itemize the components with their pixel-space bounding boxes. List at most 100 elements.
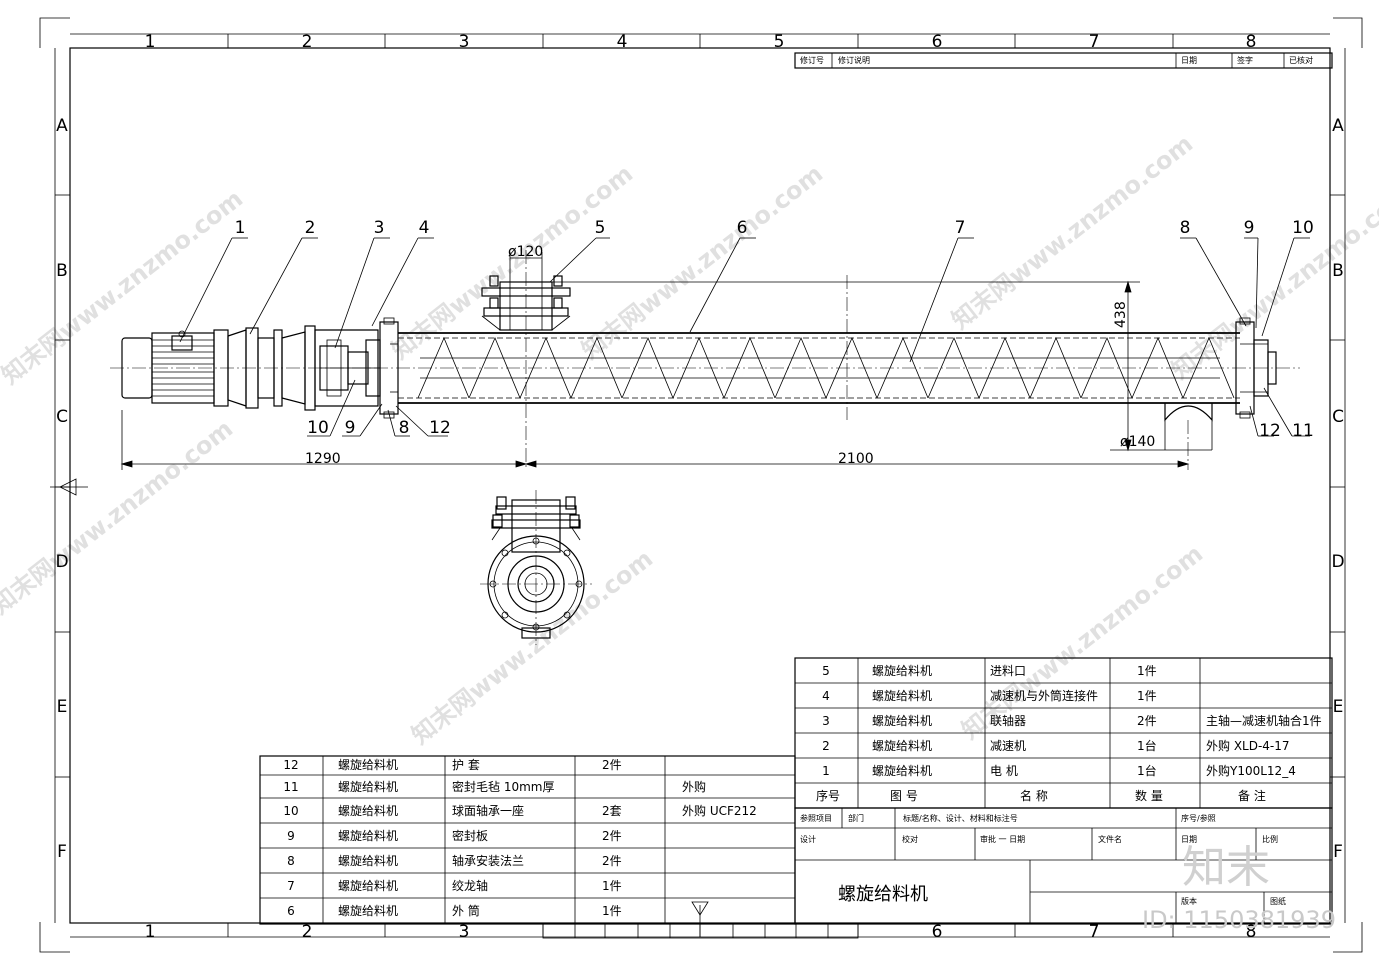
table-cell: 2件 bbox=[602, 829, 622, 843]
table-cell: 6 bbox=[287, 904, 295, 918]
revision-header: 修订说明 bbox=[838, 55, 870, 65]
title-block: 参照项目 部门 标题/名称、设计、材料和标注号 序号/参照 设计 校对 审批 一… bbox=[794, 807, 1333, 925]
part-label: 6 bbox=[737, 218, 748, 238]
elevation-view: ø120 ø140 1290 2100 438 1 bbox=[110, 218, 1314, 470]
dimension-lines bbox=[120, 252, 1213, 470]
screw-flight bbox=[519, 336, 572, 399]
column-label: 3 bbox=[459, 32, 470, 52]
tb-label: 图纸 bbox=[1270, 896, 1286, 906]
row-label: E bbox=[57, 697, 68, 717]
table-cell: 减速机与外筒连接件 bbox=[990, 688, 1098, 703]
screw-flight bbox=[1029, 336, 1082, 399]
part-label: 10 bbox=[307, 418, 329, 438]
screw-flight bbox=[1182, 336, 1235, 399]
row-label: D bbox=[55, 552, 68, 572]
column-label: 7 bbox=[1089, 32, 1100, 52]
table-cell: 2 bbox=[822, 739, 830, 753]
part-label: 12 bbox=[1259, 421, 1281, 441]
part-label: 9 bbox=[345, 418, 356, 438]
column-label: 8 bbox=[1246, 32, 1257, 52]
row-label: F bbox=[1333, 842, 1343, 862]
row-label: E bbox=[1333, 697, 1344, 717]
outlet-diameter: ø140 bbox=[1120, 434, 1155, 450]
outer-tube bbox=[398, 332, 1240, 404]
table-cell: 球面轴承一座 bbox=[452, 803, 524, 818]
length-left: 1290 bbox=[305, 451, 341, 467]
table-cell: 4 bbox=[822, 689, 830, 703]
revision-header: 修订号 bbox=[800, 55, 824, 65]
table-cell: 1台 bbox=[1137, 738, 1157, 753]
table-cell: 外 筒 bbox=[452, 903, 480, 918]
table-cell: 图 号 bbox=[890, 789, 918, 803]
screw-flight bbox=[417, 336, 470, 399]
screw-flight bbox=[927, 336, 980, 399]
screw-flight bbox=[723, 336, 776, 399]
tb-label: 部门 bbox=[848, 813, 864, 823]
table-cell: 备 注 bbox=[1238, 788, 1266, 803]
row-label: D bbox=[1331, 552, 1344, 572]
drawing-frame: 1 2 3 4 5 6 7 8 1 2 3 6 7 8 A B C D E F … bbox=[50, 32, 1346, 942]
row-label: C bbox=[56, 407, 68, 427]
screw-flight bbox=[1080, 336, 1133, 399]
table-cell: 螺旋给料机 bbox=[338, 758, 398, 772]
table-cell: 绞龙轴 bbox=[452, 878, 488, 893]
part-label: 12 bbox=[429, 418, 451, 438]
watermark-text: 知末网www.znzmo.com bbox=[946, 130, 1198, 335]
column-label: 6 bbox=[932, 922, 943, 942]
screw-flight bbox=[1131, 336, 1184, 399]
tb-label: 比例 bbox=[1262, 834, 1278, 844]
screw-flight bbox=[672, 336, 725, 399]
part-label: 2 bbox=[305, 218, 316, 238]
table-cell: 1件 bbox=[602, 904, 622, 918]
table-cell: 螺旋给料机 bbox=[872, 714, 932, 728]
table-cell: 电 机 bbox=[990, 764, 1018, 778]
table-cell: 2件 bbox=[602, 758, 622, 772]
part-label: 3 bbox=[374, 218, 385, 238]
part-label: 11 bbox=[1292, 421, 1314, 441]
revision-block: 修订号 修订说明 日期 签字 已核对 bbox=[794, 52, 1333, 69]
watermark-id: ID: 1150381939 bbox=[1142, 906, 1336, 934]
table-cell: 主轴—减速机轴合1件 bbox=[1206, 713, 1322, 728]
table-cell: 2件 bbox=[602, 854, 622, 868]
screw-flight bbox=[468, 336, 521, 399]
table-cell: 螺旋给料机 bbox=[338, 854, 398, 868]
column-label: 3 bbox=[459, 922, 470, 942]
table-cell: 轴承安装法兰 bbox=[452, 853, 524, 868]
table-cell: 螺旋给料机 bbox=[338, 879, 398, 893]
table-cell: 外购 XLD-4-17 bbox=[1206, 738, 1290, 753]
table-cell: 1件 bbox=[1137, 689, 1157, 703]
tb-label: 文件名 bbox=[1098, 834, 1122, 844]
row-label: F bbox=[57, 842, 67, 862]
table-cell: 9 bbox=[287, 829, 295, 843]
column-label: 2 bbox=[302, 922, 313, 942]
end-view bbox=[480, 490, 592, 645]
screw-flight bbox=[825, 336, 878, 399]
column-label: 4 bbox=[617, 32, 628, 52]
column-label: 2 bbox=[302, 32, 313, 52]
table-cell: 1 bbox=[822, 764, 830, 778]
table-cell: 7 bbox=[287, 879, 295, 893]
crop-marks bbox=[39, 17, 1363, 953]
watermark-layer: 知末网www.znzmo.com 知末网www.znzmo.com 知末网www… bbox=[0, 130, 1379, 750]
table-cell: 3 bbox=[822, 714, 830, 728]
watermark-text: 知末网www.znzmo.com bbox=[1166, 180, 1379, 385]
row-label: A bbox=[1332, 116, 1344, 136]
row-label: C bbox=[1332, 407, 1344, 427]
part-label: 7 bbox=[955, 218, 966, 238]
table-cell: 11 bbox=[283, 780, 298, 794]
leader-lines bbox=[179, 237, 1310, 437]
part-label: 1 bbox=[235, 218, 246, 238]
screw-flight bbox=[876, 336, 929, 399]
height-dimension: 438 bbox=[1113, 301, 1129, 328]
tb-label: 序号/参照 bbox=[1181, 813, 1216, 823]
table-cell: 8 bbox=[287, 854, 295, 868]
table-cell: 螺旋给料机 bbox=[872, 764, 932, 778]
screw-flight bbox=[774, 336, 827, 399]
screw-flight bbox=[570, 336, 623, 399]
table-cell: 外购Y100L12_4 bbox=[1206, 763, 1296, 778]
table-cell: 螺旋给料机 bbox=[872, 739, 932, 753]
watermark-text: 知末网www.znzmo.com bbox=[0, 185, 248, 390]
parts-table-right bbox=[794, 657, 1333, 809]
table-cell: 2件 bbox=[1137, 714, 1157, 728]
